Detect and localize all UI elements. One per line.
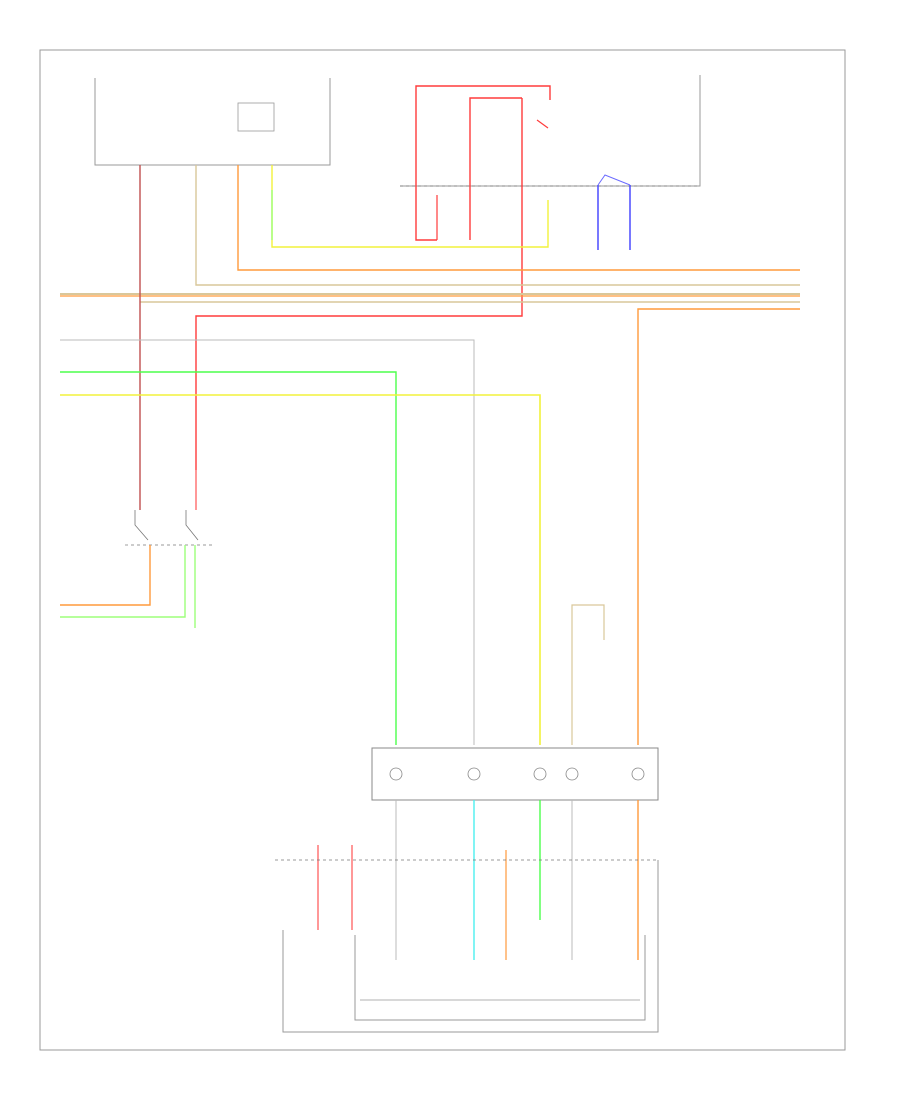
connector-pin-1: [389, 767, 403, 781]
wire-gray: [60, 339, 475, 745]
fuse-box-outline: [94, 78, 331, 166]
wire-orange-brake: [60, 545, 151, 606]
wire-red-loop: [415, 85, 551, 241]
diagram-border: [39, 49, 846, 1051]
control-unit-box: [371, 747, 659, 801]
relay-symbol: [237, 102, 275, 132]
wire-yellow: [60, 394, 541, 745]
wire-red-loop-2: [469, 97, 522, 240]
connector-pin-2: [467, 767, 481, 781]
brake-switch-1: [134, 510, 149, 541]
brake-switch-2: [185, 510, 199, 541]
steering-inner-box: [354, 935, 646, 1021]
wire-yellow-relay: [271, 165, 549, 248]
switch-blue: [597, 174, 631, 186]
wire-tan-top: [195, 165, 800, 286]
wire-orange-top: [237, 165, 800, 271]
connector-pin-4: [565, 767, 579, 781]
switch-box-outline: [400, 75, 701, 187]
steering-box-outline: [282, 860, 659, 1033]
wire-tan-small: [571, 604, 605, 745]
bus-orange-2: [637, 308, 800, 745]
wire-red-to-brake: [195, 98, 523, 470]
wire-lightgreen-brake: [60, 545, 186, 618]
wire-red-top-right: [536, 119, 549, 129]
wire-green: [60, 371, 397, 745]
connector-pin-3: [533, 767, 547, 781]
connector-pin-5: [631, 767, 645, 781]
